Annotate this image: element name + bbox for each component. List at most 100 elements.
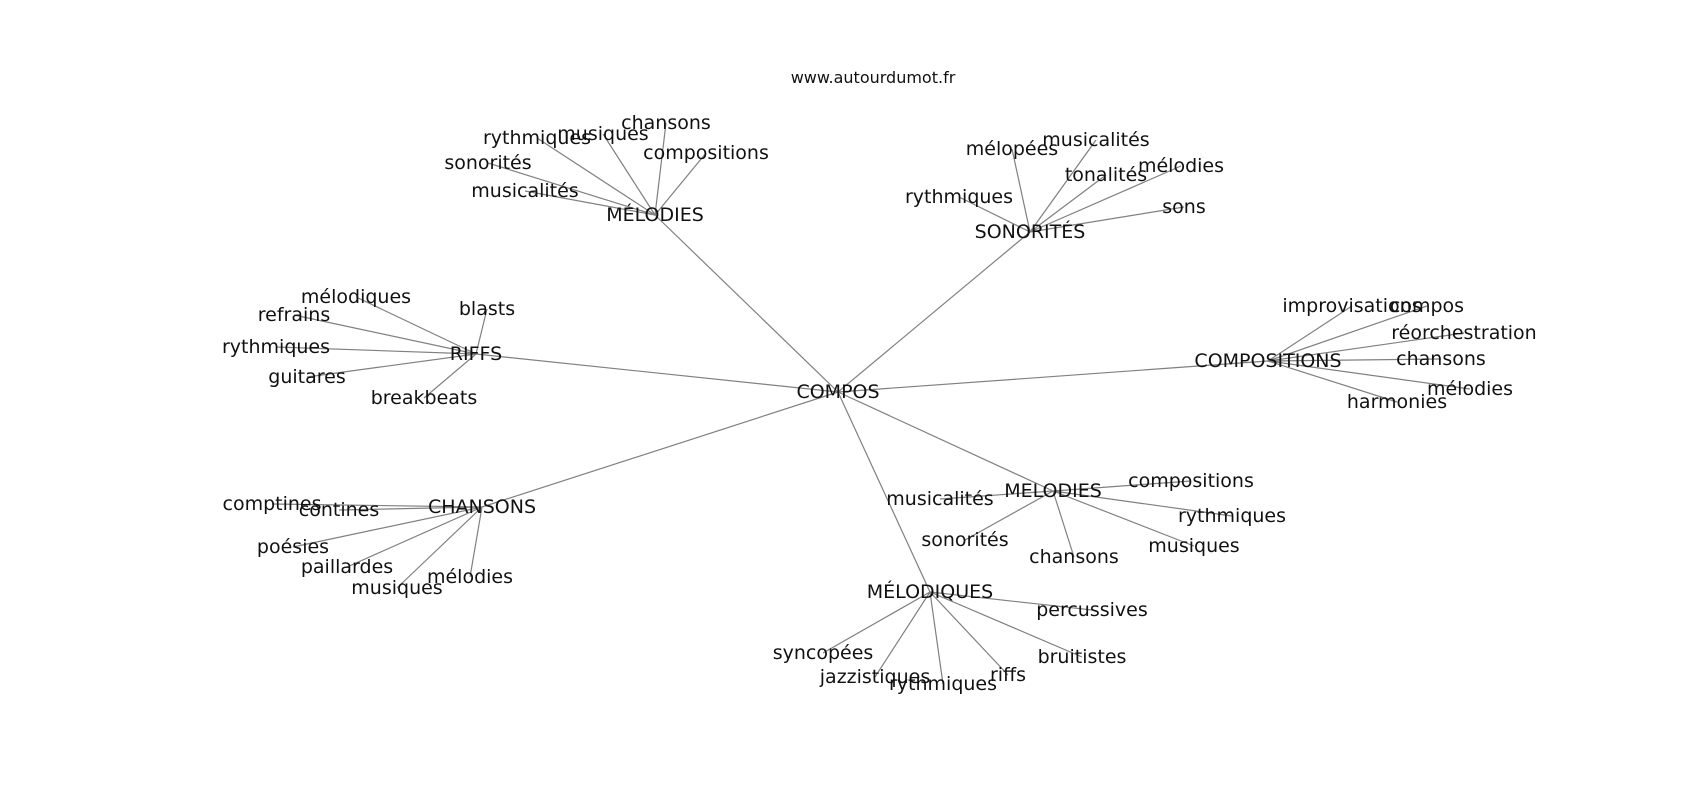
edge-hub-to-leaf	[475, 308, 488, 355]
leaf-node: rythmiques	[222, 336, 330, 358]
edge-center-to-hub	[481, 391, 839, 508]
leaf-node: réorchestration	[1391, 322, 1536, 344]
edge-hub-to-leaf	[929, 591, 1093, 611]
edge-hub-to-leaf	[293, 314, 477, 355]
leaf-node: musicalités	[1042, 129, 1149, 151]
edge-hub-to-leaf	[929, 591, 1009, 676]
edge-center-to-hub	[837, 231, 1031, 393]
edge-hub-to-leaf	[654, 152, 707, 216]
leaf-node: mélodies	[1427, 378, 1513, 400]
leaf-node: musiques	[557, 123, 648, 145]
edge-hub-to-leaf	[1029, 206, 1185, 233]
edge-hub-to-leaf	[1052, 480, 1192, 492]
leaf-node: chansons	[1029, 546, 1119, 568]
edge-hub-to-leaf	[292, 506, 483, 548]
edge-hub-to-leaf	[964, 490, 1054, 541]
hub-node: RIFFS	[450, 343, 502, 365]
leaf-node: mélodiques	[301, 286, 411, 308]
hub-node: SONORITÉS	[975, 220, 1086, 243]
leaf-node: bruitistes	[1038, 646, 1127, 668]
leaf-node: harmonies	[1347, 391, 1447, 413]
edge-hub-to-leaf	[1052, 490, 1195, 547]
leaf-node: rythmiques	[483, 127, 591, 149]
edge-center-to-hub	[837, 360, 1269, 393]
edge-hub-to-leaf	[602, 133, 656, 216]
edge-hub-to-leaf	[822, 591, 931, 654]
graph-edges	[271, 122, 1471, 685]
center-node: COMPOS	[796, 381, 879, 403]
leaf-node: musicalités	[471, 180, 578, 202]
edge-hub-to-leaf	[929, 591, 944, 685]
edge-hub-to-leaf	[396, 506, 483, 589]
edge-hub-to-leaf	[306, 353, 477, 378]
edge-center-to-hub	[837, 391, 931, 593]
edge-hub-to-leaf	[1267, 332, 1465, 362]
edge-hub-to-leaf	[1052, 490, 1233, 517]
leaf-node: jazzistiques	[819, 666, 930, 688]
edge-center-to-hub	[654, 214, 839, 393]
edge-hub-to-leaf	[536, 137, 656, 216]
leaf-node: rythmiques	[1178, 505, 1286, 527]
leaf-node: chansons	[621, 112, 711, 134]
edge-hub-to-leaf	[929, 591, 1083, 658]
edge-hub-to-leaf	[1267, 360, 1471, 390]
edge-hub-to-leaf	[524, 190, 656, 216]
leaf-node: sonorités	[444, 152, 531, 174]
leaf-node: blasts	[459, 298, 515, 320]
edge-hub-to-leaf	[1267, 360, 1398, 403]
leaf-node: compositions	[643, 142, 769, 164]
edge-hub-to-leaf	[1029, 174, 1107, 233]
leaf-node: paillardes	[301, 556, 393, 578]
hub-node: CHANSONS	[428, 496, 536, 518]
graph-labels: COMPOSMÉLODIESchansonsmusiquesrythmiques…	[222, 112, 1537, 695]
leaf-node: musicalités	[886, 488, 993, 510]
leaf-node: mélopées	[966, 138, 1058, 160]
leaf-node: compositions	[1128, 470, 1254, 492]
leaf-node: poésies	[257, 536, 329, 558]
edge-hub-to-leaf	[355, 296, 477, 355]
edge-hub-to-leaf	[1011, 148, 1031, 233]
edge-hub-to-leaf	[874, 591, 931, 678]
edge-hub-to-leaf	[338, 506, 483, 511]
edge-hub-to-leaf	[1029, 165, 1182, 233]
edge-center-to-hub	[475, 353, 839, 393]
leaf-node: refrains	[258, 304, 330, 326]
site-url: www.autourdumot.fr	[791, 68, 956, 87]
edge-hub-to-leaf	[487, 162, 656, 216]
leaf-node: mélodies	[1138, 155, 1224, 177]
leaf-node: sons	[1162, 196, 1205, 218]
edge-hub-to-leaf	[469, 506, 483, 578]
leaf-node: musiques	[351, 577, 442, 599]
leaf-node: tonalités	[1065, 164, 1147, 186]
edge-hub-to-leaf	[654, 122, 667, 216]
leaf-node: mélodies	[427, 566, 513, 588]
edge-center-to-hub	[837, 391, 1054, 492]
edge-hub-to-leaf	[1267, 305, 1428, 362]
leaf-node: syncopées	[773, 642, 874, 664]
leaf-node: percussives	[1036, 599, 1148, 621]
leaf-node: rythmiques	[905, 186, 1013, 208]
leaf-node: guitares	[268, 366, 345, 388]
edge-hub-to-leaf	[346, 506, 483, 568]
leaf-node: riffs	[990, 664, 1026, 686]
hub-node: COMPOSITIONS	[1194, 350, 1341, 372]
edge-hub-to-leaf	[271, 503, 483, 508]
leaf-node: breakbeats	[371, 387, 478, 409]
edge-hub-to-leaf	[275, 346, 477, 355]
leaf-node: contines	[299, 499, 379, 521]
edge-hub-to-leaf	[1267, 358, 1442, 362]
leaf-node: chansons	[1396, 348, 1486, 370]
hub-node: MÉLODIQUES	[867, 580, 993, 603]
leaf-node: compos	[1390, 295, 1464, 317]
leaf-node: improvisations	[1282, 295, 1421, 317]
leaf-node: comptines	[223, 493, 322, 515]
leaf-node: musiques	[1148, 535, 1239, 557]
edge-hub-to-leaf	[1029, 139, 1097, 233]
edge-hub-to-leaf	[1267, 305, 1353, 362]
edge-hub-to-leaf	[1052, 490, 1075, 558]
edge-hub-to-leaf	[939, 490, 1054, 500]
leaf-node: sonorités	[921, 529, 1008, 551]
hub-node: MÉLODIES	[606, 203, 704, 226]
edge-hub-to-leaf	[423, 353, 477, 399]
